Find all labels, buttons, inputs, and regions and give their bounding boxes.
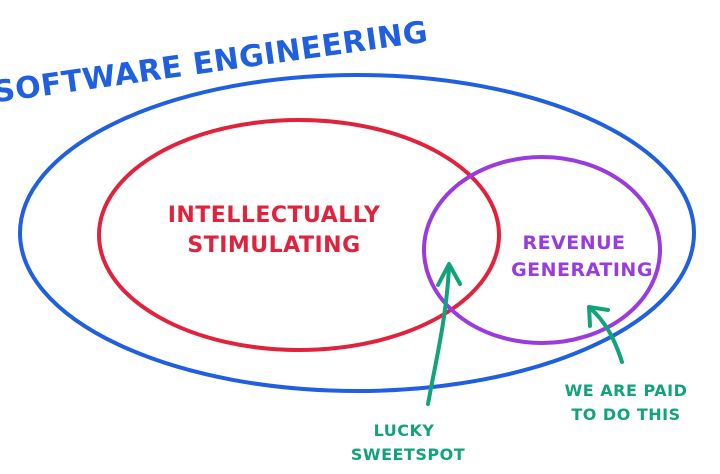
revenue-label-line2: GENERATING: [511, 259, 653, 281]
intellectually-label-line1: INTELLECTUALLY: [168, 203, 381, 228]
diagram-title: SOFTWARE ENGINEERING: [0, 15, 430, 111]
revenue-generating-ellipse: [422, 155, 662, 345]
paid-arrow-head: [587, 305, 610, 328]
sweetspot-label-line1: LUCKY: [374, 421, 435, 440]
intellectually-stimulating-ellipse: [97, 118, 501, 352]
intellectually-label-line2: STIMULATING: [187, 233, 360, 258]
paid-arrow: [587, 305, 624, 364]
sweetspot-arrow-shaft: [426, 266, 451, 406]
paid-label-line2: TO DO THIS: [571, 405, 680, 424]
sweetspot-arrow-head: [436, 262, 462, 287]
paid-label-line1: WE ARE PAID: [565, 381, 688, 400]
revenue-label-line1: REVENUE: [522, 232, 625, 254]
sweetspot-arrow: [426, 262, 462, 406]
sweetspot-label-line2: SWEETSPOT: [351, 445, 465, 464]
software-engineering-ellipse: [18, 73, 696, 393]
paid-arrow-shaft: [588, 306, 624, 364]
